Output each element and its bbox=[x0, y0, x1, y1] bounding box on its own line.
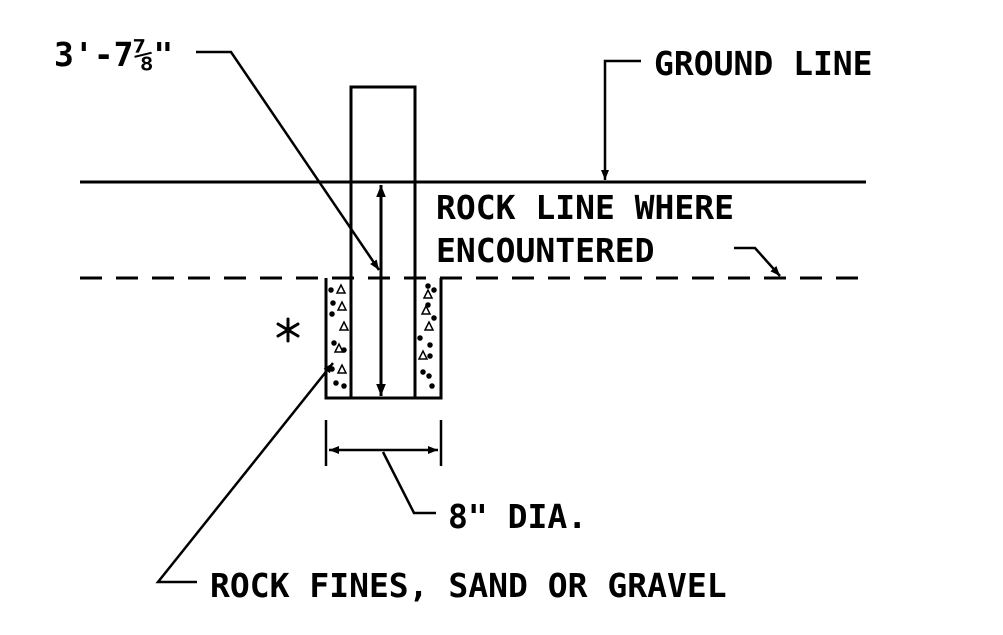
backfill-label: ROCK FINES, SAND OR GRAVEL bbox=[210, 566, 727, 605]
diameter-label: 8" DIA. bbox=[448, 497, 587, 536]
ground-line-leader bbox=[601, 59, 641, 180]
backfill-texture-right bbox=[417, 283, 437, 389]
asterisk-marker bbox=[276, 317, 300, 343]
depth-dimension-label: 3'-7⅞" bbox=[54, 35, 173, 74]
post-outline bbox=[349, 85, 417, 398]
footing-outline bbox=[324, 278, 443, 400]
backfill-leader bbox=[155, 362, 334, 584]
rock-line-label-2: ENCOUNTERED bbox=[436, 231, 655, 270]
depth-leader bbox=[196, 50, 381, 271]
backfill-texture-left bbox=[328, 283, 350, 389]
rock-line-leader bbox=[734, 246, 781, 277]
ground-line-label: GROUND LINE bbox=[654, 44, 873, 83]
rock-line-label-1: ROCK LINE WHERE bbox=[436, 188, 734, 227]
diameter-leader bbox=[381, 451, 436, 515]
